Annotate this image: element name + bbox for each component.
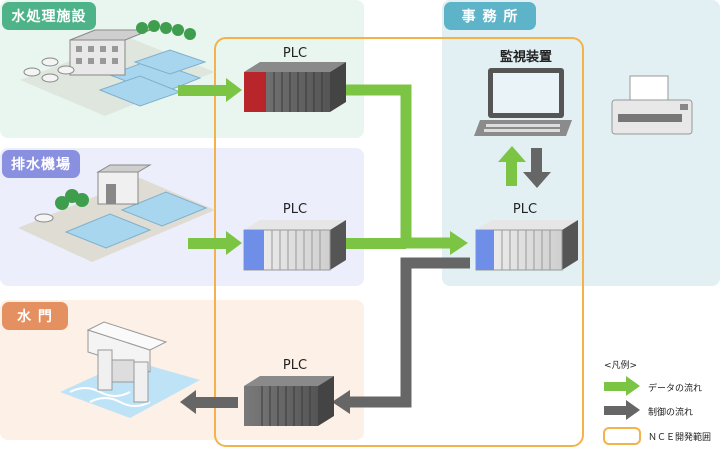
- plc-treatment-label: PLC: [282, 46, 308, 61]
- control-flow-arrows: [180, 148, 551, 414]
- legend-scope-icon: [603, 427, 641, 445]
- legend-nce-scope: ＮＣＥ開発範囲: [648, 433, 712, 443]
- printer-icon: [611, 75, 693, 135]
- drainage-pump-illustration: [18, 164, 215, 262]
- legend-control-arrow-icon: [604, 400, 640, 420]
- plc-gate-label: PLC: [282, 358, 308, 373]
- plc-treatment-device: [244, 62, 346, 112]
- legend-data-flow: データの流れ: [648, 384, 703, 394]
- water-treatment-illustration: [20, 20, 215, 116]
- legend-title: <凡例>: [604, 361, 638, 371]
- plc-office-label: PLC: [512, 202, 538, 217]
- plc-gate-device: [244, 376, 334, 426]
- water-treatment-label: 水処理施設: [2, 2, 96, 30]
- office-label: 事 務 所: [444, 2, 536, 30]
- water-gate-label: 水 門: [2, 302, 68, 330]
- plc-office-device: [475, 220, 578, 271]
- plc-pump-label: PLC: [282, 202, 308, 217]
- drainage-pump-label: 排水機場: [2, 150, 80, 178]
- plc-pump-device: [243, 220, 346, 271]
- legend-data-arrow-icon: [604, 376, 640, 396]
- laptop-icon: [474, 68, 572, 136]
- water-gate-illustration: [60, 321, 200, 418]
- legend-control-flow: 制御の流れ: [648, 408, 694, 418]
- monitor-label: 監視装置: [499, 50, 552, 65]
- data-flow-arrows: [178, 78, 526, 255]
